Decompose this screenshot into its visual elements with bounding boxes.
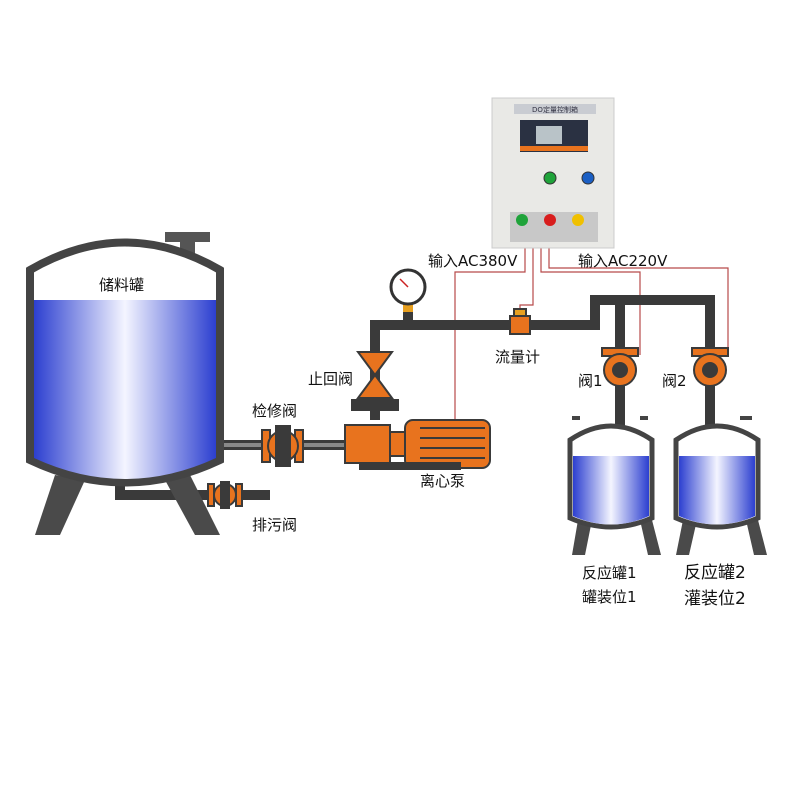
filling2-label: 灌装位2: [684, 589, 746, 609]
maintenance-valve-label: 检修阀: [252, 402, 298, 420]
input-220-label: 输入AC220V: [578, 252, 668, 270]
storage-tank: [26, 232, 224, 535]
reactor-tank-2: [673, 416, 767, 555]
valve1-icon: [601, 347, 639, 387]
check-valve-icon: [351, 351, 399, 411]
maintenance-valve-icon: [261, 425, 304, 467]
yellow-button[interactable]: [572, 214, 584, 226]
valve1-label: 阀1: [578, 372, 603, 390]
input-380-label: 输入AC380V: [428, 252, 518, 270]
centrifugal-pump-icon: [344, 419, 491, 470]
filling1-label: 罐装位1: [582, 588, 637, 606]
panel-title: DO定量控制箱: [532, 105, 578, 114]
pump-label: 离心泵: [420, 472, 466, 490]
stop-button[interactable]: [544, 214, 556, 226]
green-button[interactable]: [516, 214, 528, 226]
storage-tank-label: 储料罐: [99, 276, 145, 294]
drain-valve-icon: [207, 481, 243, 509]
reactor-tank-1: [567, 416, 661, 555]
flow-meter-icon: [509, 308, 531, 335]
flow-meter-label: 流量计: [495, 348, 541, 366]
reactor1-label: 反应罐1: [582, 564, 637, 582]
control-wires: [454, 245, 729, 420]
pressure-gauge-icon: [389, 268, 427, 312]
indicator-light: [581, 171, 595, 185]
control-panel: DO定量控制箱: [491, 97, 615, 249]
valve2-icon: [691, 347, 729, 387]
check-valve-label: 止回阀: [308, 370, 354, 388]
drain-valve-label: 排污阀: [252, 516, 298, 534]
valve2-label: 阀2: [662, 372, 687, 390]
start-button[interactable]: [543, 171, 557, 185]
reactor2-label: 反应罐2: [684, 563, 746, 583]
